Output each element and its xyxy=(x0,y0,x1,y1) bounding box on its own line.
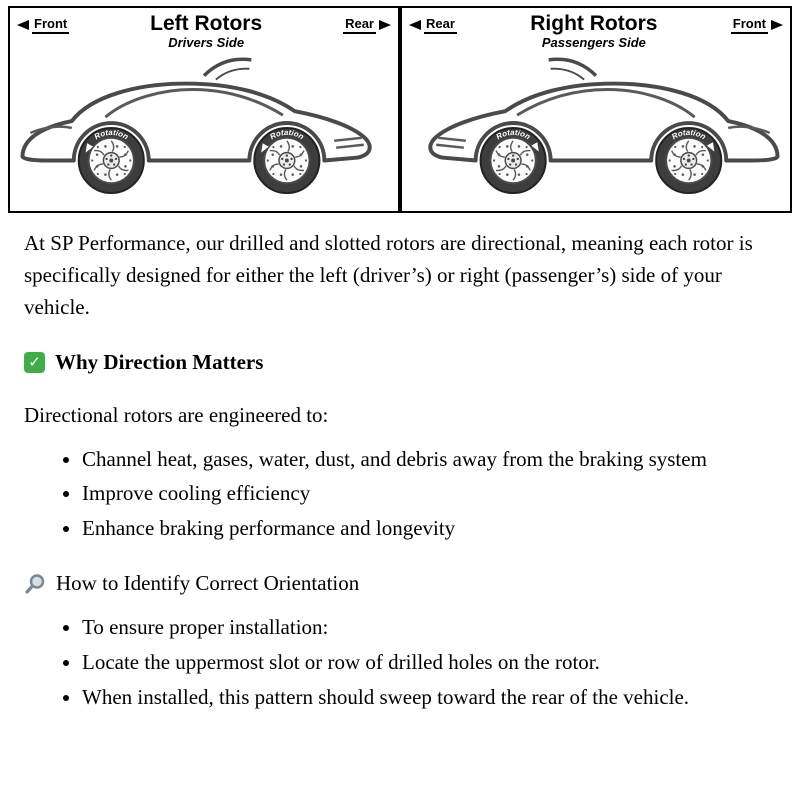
section-heading-text: Why Direction Matters xyxy=(55,349,264,374)
section-heading-direction: Why Direction Matters xyxy=(24,347,774,379)
panel-title: Left Rotors xyxy=(150,12,263,35)
orientation-steps-list: To ensure proper installation: Locate th… xyxy=(24,612,774,714)
lead-paragraph: Directional rotors are engineered to: xyxy=(24,402,329,427)
panel-subtitle: Drivers Side xyxy=(168,35,245,51)
rotation-arrow-icon xyxy=(85,143,94,153)
rotation-label: Rotation xyxy=(670,128,707,142)
right-rotors-panel: Rear Right Rotors Passengers Side Front … xyxy=(400,6,792,213)
left-panel-header: Front Left Rotors Drivers Side Rear xyxy=(10,8,398,50)
list-item: Enhance braking performance and longevit… xyxy=(82,513,774,545)
rotor-direction-figure: Front Left Rotors Drivers Side Rear xyxy=(0,0,800,213)
rotation-label: Rotation xyxy=(268,128,305,142)
rotation-label: Rotation xyxy=(93,128,130,142)
panel-subtitle: Passengers Side xyxy=(541,35,646,51)
corner-label-rear: Rear xyxy=(424,16,457,34)
intro-paragraph: At SP Performance, our drilled and slott… xyxy=(24,231,753,319)
left-rotors-panel: Front Left Rotors Drivers Side Rear xyxy=(8,6,400,213)
list-item: Improve cooling efficiency xyxy=(82,478,774,510)
article-body: At SP Performance, our drilled and slott… xyxy=(0,213,800,714)
panel-title: Right Rotors xyxy=(530,12,658,35)
rotation-arrow-icon xyxy=(261,143,269,153)
rear-direction-indicator: Rear xyxy=(343,16,391,34)
front-direction-indicator: Front xyxy=(730,16,783,34)
list-item: Locate the uppermost slot or row of dril… xyxy=(82,647,774,679)
front-direction-indicator: Front xyxy=(17,16,70,34)
left-panel-titles: Left Rotors Drivers Side xyxy=(69,12,343,51)
direction-benefits-list: Channel heat, gases, water, dust, and de… xyxy=(24,444,774,546)
left-car-illustration: Rotation Rotation xyxy=(10,52,398,198)
arrow-right-icon xyxy=(771,20,783,30)
rotation-arrow-icon xyxy=(706,142,715,152)
corner-label-front: Front xyxy=(32,16,70,34)
section-heading-text: How to Identify Correct Orientation xyxy=(56,571,360,596)
car-body xyxy=(430,59,777,193)
check-icon xyxy=(24,352,45,374)
rotation-label: Rotation xyxy=(495,128,532,142)
list-item: To ensure proper installation: xyxy=(82,612,774,644)
list-item: When installed, this pattern should swee… xyxy=(82,682,774,714)
right-panel-titles: Right Rotors Passengers Side xyxy=(457,12,731,51)
right-panel-header: Rear Right Rotors Passengers Side Front xyxy=(402,8,790,50)
rotation-arrow-icon xyxy=(531,142,539,152)
list-item: Channel heat, gases, water, dust, and de… xyxy=(82,444,774,476)
magnifier-icon xyxy=(24,573,46,595)
section-heading-orientation: How to Identify Correct Orientation xyxy=(24,568,774,600)
arrow-right-icon xyxy=(379,20,391,30)
arrow-left-icon xyxy=(17,20,29,30)
corner-label-rear: Rear xyxy=(343,16,376,34)
car-body xyxy=(22,59,369,193)
right-car-illustration: Rotation Rotation xyxy=(402,52,790,198)
corner-label-front: Front xyxy=(730,16,768,34)
rear-direction-indicator: Rear xyxy=(409,16,457,34)
arrow-left-icon xyxy=(409,20,421,30)
